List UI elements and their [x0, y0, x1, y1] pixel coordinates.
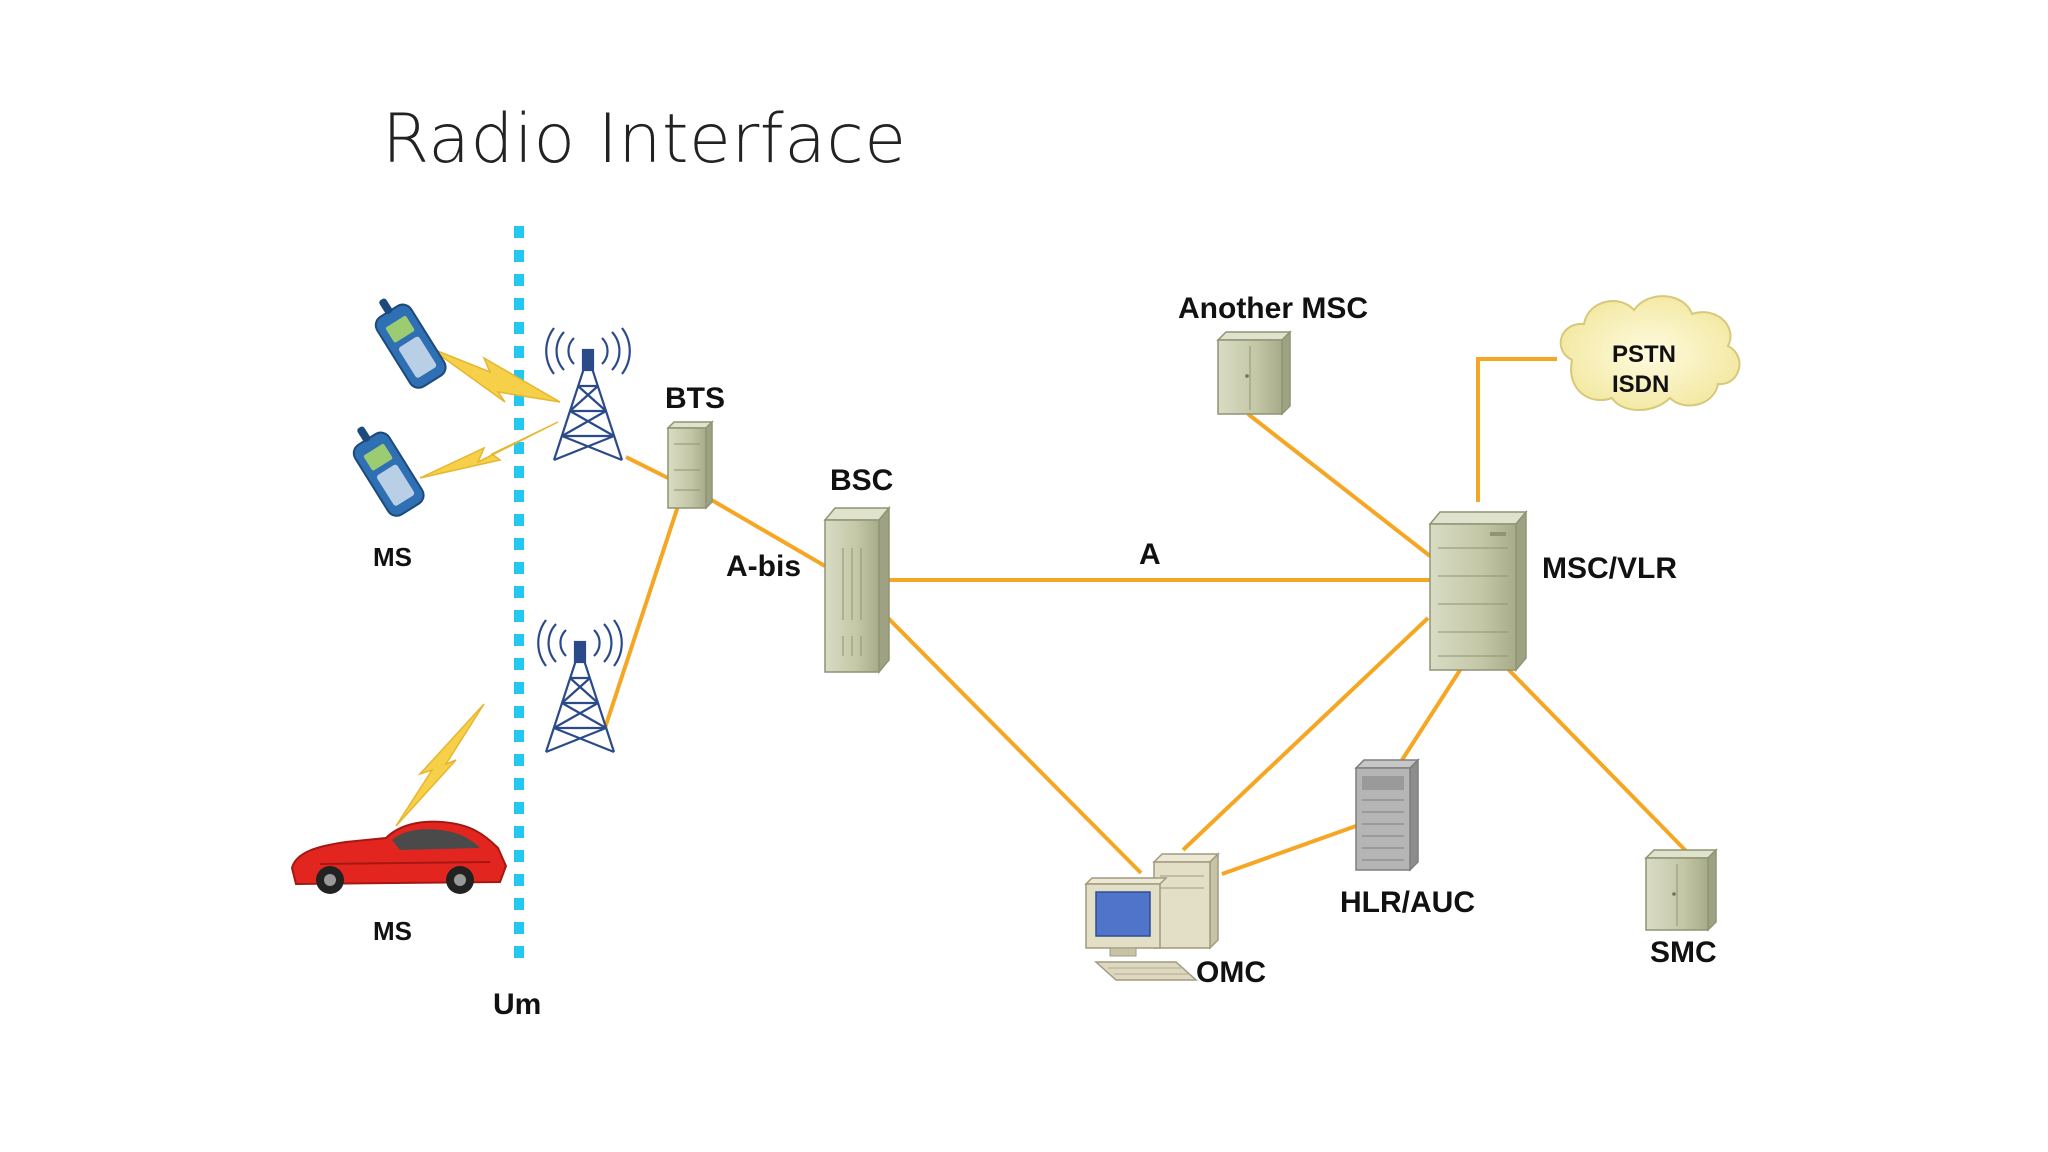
mobile-phone-icon: [352, 426, 425, 517]
lightning-icon: [419, 421, 559, 479]
bsc-label: BSC: [830, 464, 893, 497]
link-msc-omc: [1181, 616, 1430, 852]
link-hlr-omc: [1221, 824, 1357, 876]
slide-title: Radio Interface: [382, 100, 907, 179]
msc-vlr-label: MSC/VLR: [1542, 552, 1677, 585]
omc-label: OMC: [1196, 956, 1266, 989]
computer-icon: [1084, 852, 1220, 981]
links: [603, 357, 1689, 876]
msc-vlr-cabinet-icon: [1428, 509, 1528, 673]
link-msc-hlr: [1400, 665, 1464, 762]
tower-icon: [545, 327, 631, 462]
lightning-bolts: [395, 347, 561, 827]
a-interface-label: A: [1139, 538, 1161, 571]
um-label: Um: [493, 988, 541, 1021]
car-icon: [290, 820, 508, 894]
tower-icon: [537, 619, 623, 754]
link-tower2-bts: [603, 502, 681, 729]
link-bsc-omc: [885, 615, 1143, 875]
mobile-phone-icon: [374, 298, 447, 389]
ms-phones-label: MS: [373, 542, 412, 572]
link-msc-smc: [1505, 666, 1689, 854]
abis-label: A-bis: [726, 550, 801, 583]
smc-cabinet-icon: [1644, 848, 1718, 932]
link-bts-bsc: [701, 493, 827, 568]
link-tower1-bts: [625, 455, 669, 480]
ms-car-label: MS: [373, 916, 412, 946]
hlr-auc-label: HLR/AUC: [1340, 886, 1475, 919]
bsc-cabinet-icon: [823, 505, 891, 675]
bts-label: BTS: [665, 382, 725, 415]
link-anothermsc-msc: [1246, 412, 1432, 558]
isdn-label: ISDN: [1612, 371, 1669, 398]
pstn-label: PSTN: [1612, 341, 1676, 368]
bts-cabinet-icon: [666, 420, 714, 510]
smc-label: SMC: [1650, 936, 1717, 969]
hlr-auc-server-icon: [1354, 758, 1420, 872]
another-msc-label: Another MSC: [1178, 292, 1368, 325]
lightning-icon: [395, 703, 485, 827]
lightning-icon: [429, 347, 561, 403]
link-msc-pstn: [1476, 357, 1557, 502]
another-msc-cabinet-icon: [1216, 330, 1292, 416]
cloud-icon: [1559, 295, 1741, 411]
